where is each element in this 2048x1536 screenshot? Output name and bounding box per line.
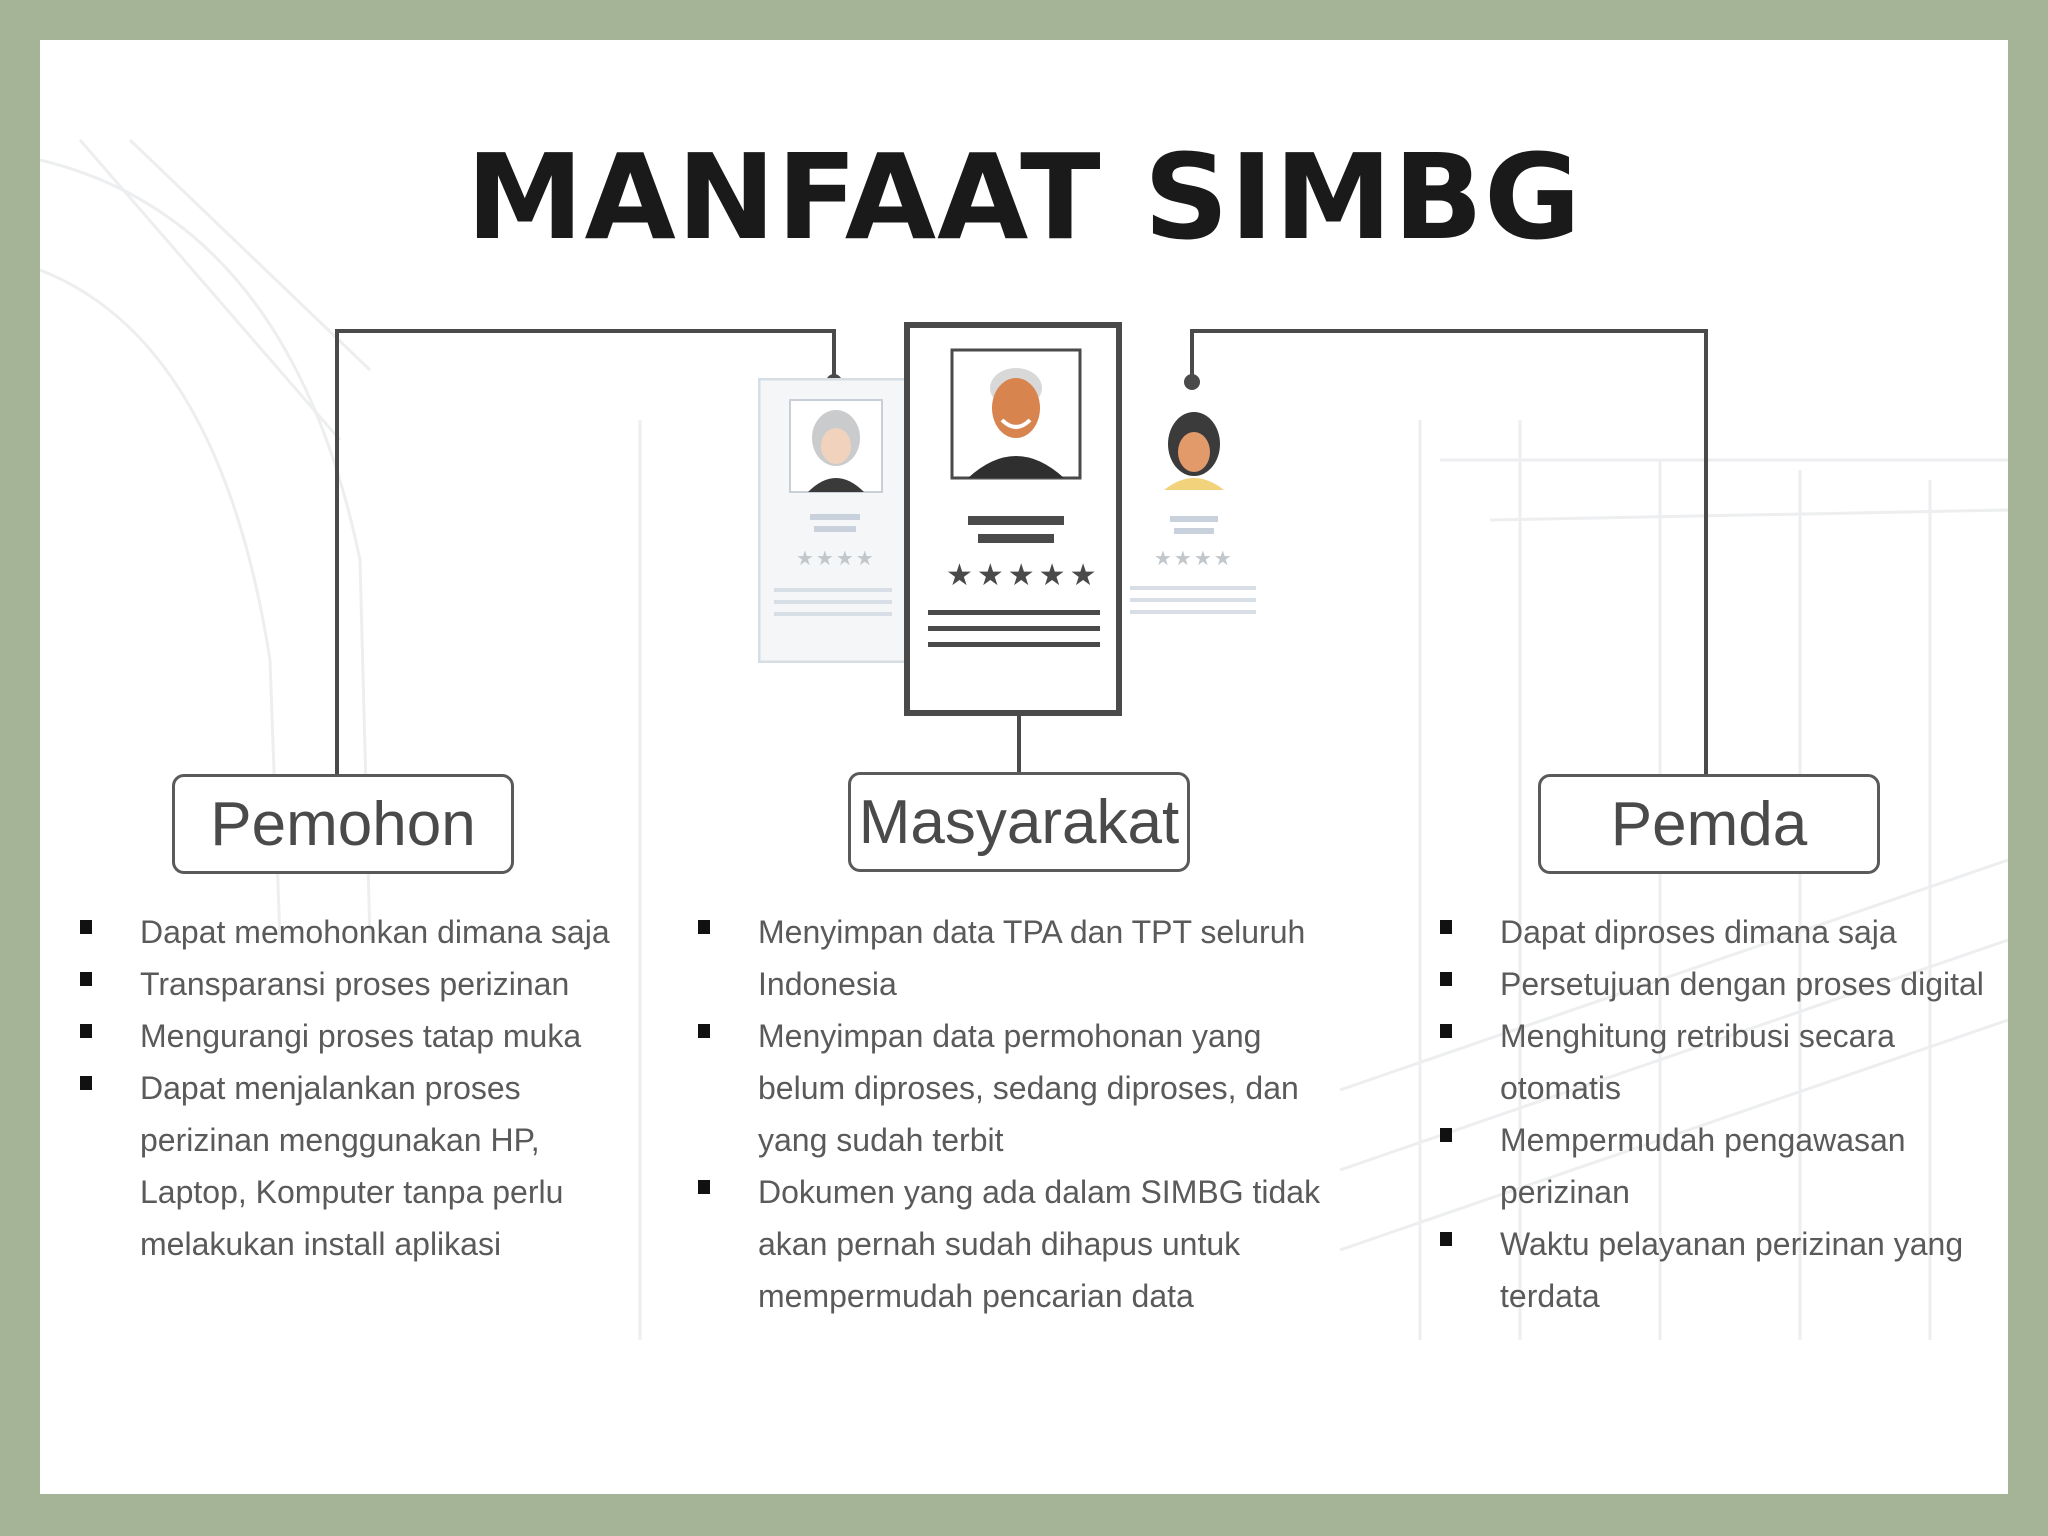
list-item: Mengurangi proses tatap muka [80,1010,620,1062]
benefit-list-pemohon: Dapat memohonkan dimana saja Transparans… [80,906,620,1270]
list-item: Dapat menjalankan proses perizinan mengg… [80,1062,620,1270]
list-item: Menyimpan data permohonan yang belum dip… [698,1010,1338,1166]
category-box-pemohon: Pemohon [172,774,514,874]
rating-stars-left: ★★★★ [796,546,876,570]
list-item: Menghitung retribusi secara otomatis [1440,1010,2020,1114]
list-item: Transparansi proses perizinan [80,958,620,1010]
list-item: Dapat diproses dimana saja [1440,906,2020,958]
benefit-list-masyarakat: Menyimpan data TPA dan TPT seluruh Indon… [698,906,1338,1322]
rating-stars-right: ★★★★ [1154,546,1234,570]
category-box-pemda: Pemda [1538,774,1880,874]
profile-card-center [904,322,1122,716]
background-architecture-sketch [40,138,2008,1340]
benefit-list-pemda: Dapat diproses dimana saja Persetujuan d… [1440,906,2020,1322]
list-item: Dapat memohonkan dimana saja [80,906,620,958]
category-box-masyarakat: Masyarakat [848,772,1190,872]
rating-stars-center: ★★★★★ [946,558,1101,593]
list-item: Mempermudah pengawasan perizinan [1440,1114,2020,1218]
list-item: Waktu pelayanan perizinan yang terdata [1440,1218,2020,1322]
profile-card-right [1130,412,1256,614]
list-item: Menyimpan data TPA dan TPT seluruh Indon… [698,906,1338,1010]
list-item: Persetujuan dengan proses digital [1440,958,2020,1010]
slide [40,40,2008,1494]
list-item: Dokumen yang ada dalam SIMBG tidak akan … [698,1166,1338,1322]
profile-card-left [758,378,908,663]
page-title: MANFAAT SIMBG [466,128,1582,266]
